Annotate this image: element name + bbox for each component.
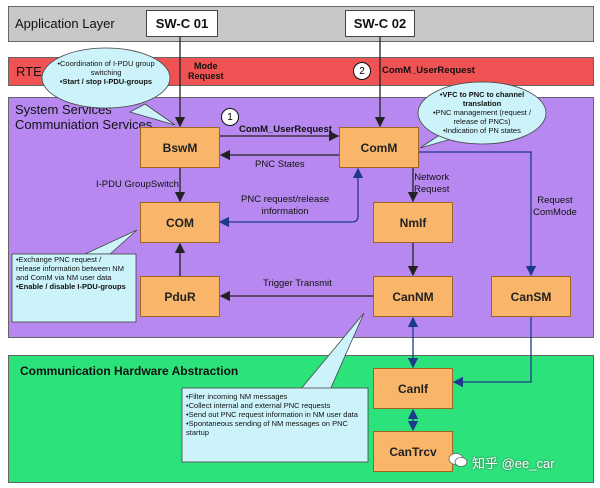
label-ipdu-groupswitch: I-PDU GroupSwitch: [96, 179, 179, 190]
callout-bullet: Send out PNC request information in NM u…: [186, 410, 364, 419]
callout-bswm-shape: [128, 103, 176, 126]
module-cansm: CanSM: [491, 276, 571, 317]
module-pdur: PduR: [140, 276, 220, 317]
arrow-com-comm: [218, 167, 364, 228]
module-cannm: CanNM: [373, 276, 453, 317]
arrow-comm-cansm: [419, 151, 537, 277]
arrow-cansm-canif: [452, 317, 532, 388]
swc-02-box: SW-C 02: [345, 10, 415, 37]
step-1-marker: 1: [221, 108, 239, 126]
application-layer-title: Application Layer: [15, 16, 115, 31]
callout-comm-text: VFC to PNC to channel translationPNC man…: [428, 90, 536, 135]
swc-01-box: SW-C 01: [146, 10, 218, 37]
callout-bullet: Coordination of I-PDU group switching: [52, 59, 160, 77]
callout-bullet: Spontaneous sending of NM messages on PN…: [186, 419, 364, 437]
wechat-icon: [448, 453, 468, 467]
label-mode-request: Mode Request: [188, 61, 224, 82]
module-bswm: BswM: [140, 127, 220, 168]
callout-cannm-shape: [299, 312, 365, 391]
label-comm-userrequest: ComM_UserRequest: [239, 124, 332, 135]
module-cantrcv: CanTrcv: [373, 431, 453, 472]
callout-cannm-text: Filter incoming NM messagesCollect inter…: [186, 392, 364, 437]
module-comm: ComM: [339, 127, 419, 168]
hardware-abstraction-title: Communication Hardware Abstraction: [20, 364, 239, 378]
label-network-request: Network Request: [414, 172, 450, 195]
label-request-commode: Request ComMode: [533, 195, 577, 218]
callout-com-text: Exchange PNC request / release informati…: [16, 255, 126, 291]
callout-bullet: VFC to PNC to channel translation: [428, 90, 536, 108]
callout-bullet: Indication of PN states: [428, 126, 536, 135]
callout-bullet: Filter incoming NM messages: [186, 392, 364, 401]
label-pnc-request-release: PNC request/release information: [241, 194, 330, 217]
label-pnc-states: PNC States: [255, 159, 305, 170]
callout-bullet: Start / stop I-PDU-groups: [52, 77, 160, 86]
callout-bullet: PNC management (request / release of PNC…: [428, 108, 536, 126]
callout-bullet: Collect internal and external PNC reques…: [186, 401, 364, 410]
callout-bullet: Enable / disable I-PDU-groups: [16, 282, 126, 291]
module-nmif: NmIf: [373, 202, 453, 243]
callout-bullet: Exchange PNC request / release informati…: [16, 255, 126, 282]
rte-layer-title: RTE: [16, 64, 42, 79]
callout-com-shape: [84, 229, 138, 255]
label-trigger-transmit: Trigger Transmit: [263, 278, 332, 289]
label-comm-userrequest-rte: ComM_UserRequest: [382, 65, 475, 76]
module-com: COM: [140, 202, 220, 243]
module-canif: CanIf: [373, 368, 453, 409]
step-2-marker: 2: [353, 62, 371, 80]
communication-services-title: Communiation Services: [15, 117, 153, 132]
callout-bswm-text: Coordination of I-PDU group switchingSta…: [52, 59, 160, 86]
watermark-text: 知乎 @ee_car: [472, 456, 555, 471]
application-layer: Application Layer: [8, 6, 594, 42]
